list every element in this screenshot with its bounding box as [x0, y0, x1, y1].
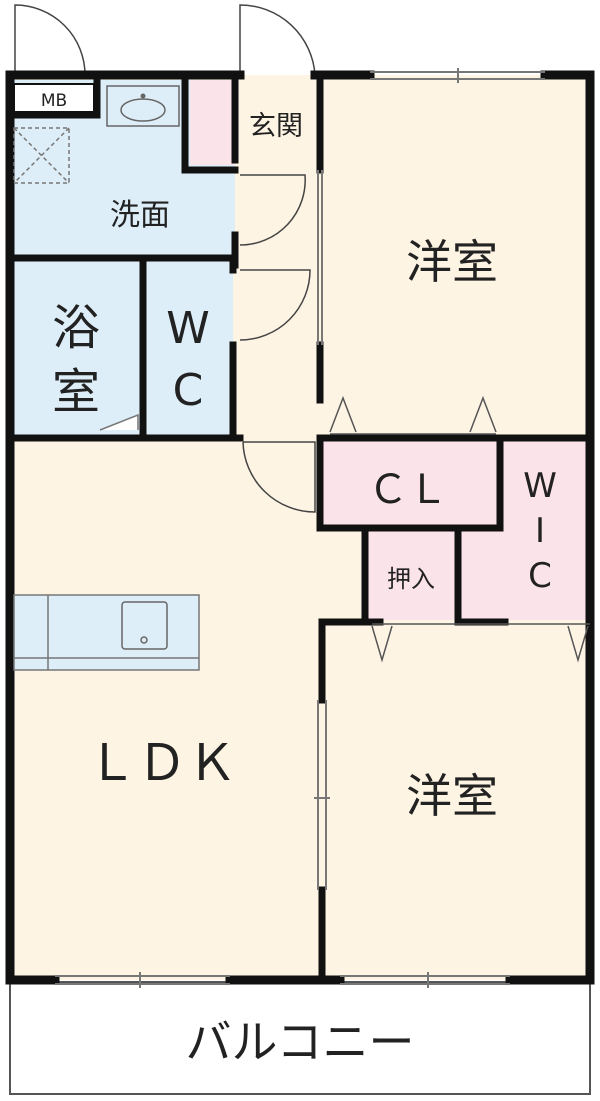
bath-step [99, 413, 139, 431]
cl-label: ＣＬ [368, 467, 448, 513]
yoshitsu-bottom-label: 洋室 [406, 769, 498, 823]
senmen-label: 洗面 [110, 198, 170, 233]
wic-label-3: C [528, 556, 552, 596]
closet-door-marks [329, 395, 590, 663]
yoshitsu-top-label: 洋室 [406, 235, 498, 289]
washbasin-icon [106, 85, 180, 127]
balcony-area [9, 981, 591, 1095]
top-room-sliding-door [317, 170, 323, 345]
interior-walls [6, 71, 594, 984]
bottom-windows [55, 972, 510, 988]
washing-machine-pan [13, 127, 70, 184]
washroom-door [239, 174, 306, 246]
genkan-label: 玄関 [249, 111, 303, 142]
wc-label-2: C [173, 365, 204, 416]
toilet-floor [145, 260, 233, 435]
toilet-door [239, 269, 311, 341]
balcony-label: バルコニー [185, 1015, 414, 1069]
wic-label-1: W [523, 466, 557, 506]
entrance-door-right [239, 4, 316, 76]
sink-icon [121, 601, 168, 650]
mb-box [13, 83, 95, 113]
bathroom-floor [10, 260, 140, 435]
oshiire-label: 押入 [387, 565, 435, 593]
wc-label-1: W [166, 303, 210, 354]
mb-label: MB [41, 91, 67, 111]
entrance-floor [190, 80, 235, 165]
exterior-walls [5, 70, 595, 985]
ldk-sliding-door [314, 700, 330, 890]
entrance-door-left [14, 4, 86, 76]
yoku-label-1: 浴 [52, 300, 100, 356]
kitchen-counter [13, 594, 200, 671]
wic-label-2: I [535, 511, 545, 551]
oshiire-floor [365, 525, 458, 620]
yoku-label-2: 室 [52, 364, 100, 420]
top-window [370, 68, 545, 83]
ldk-label: ＬＤＫ [87, 734, 237, 792]
ldk-door [242, 441, 316, 513]
